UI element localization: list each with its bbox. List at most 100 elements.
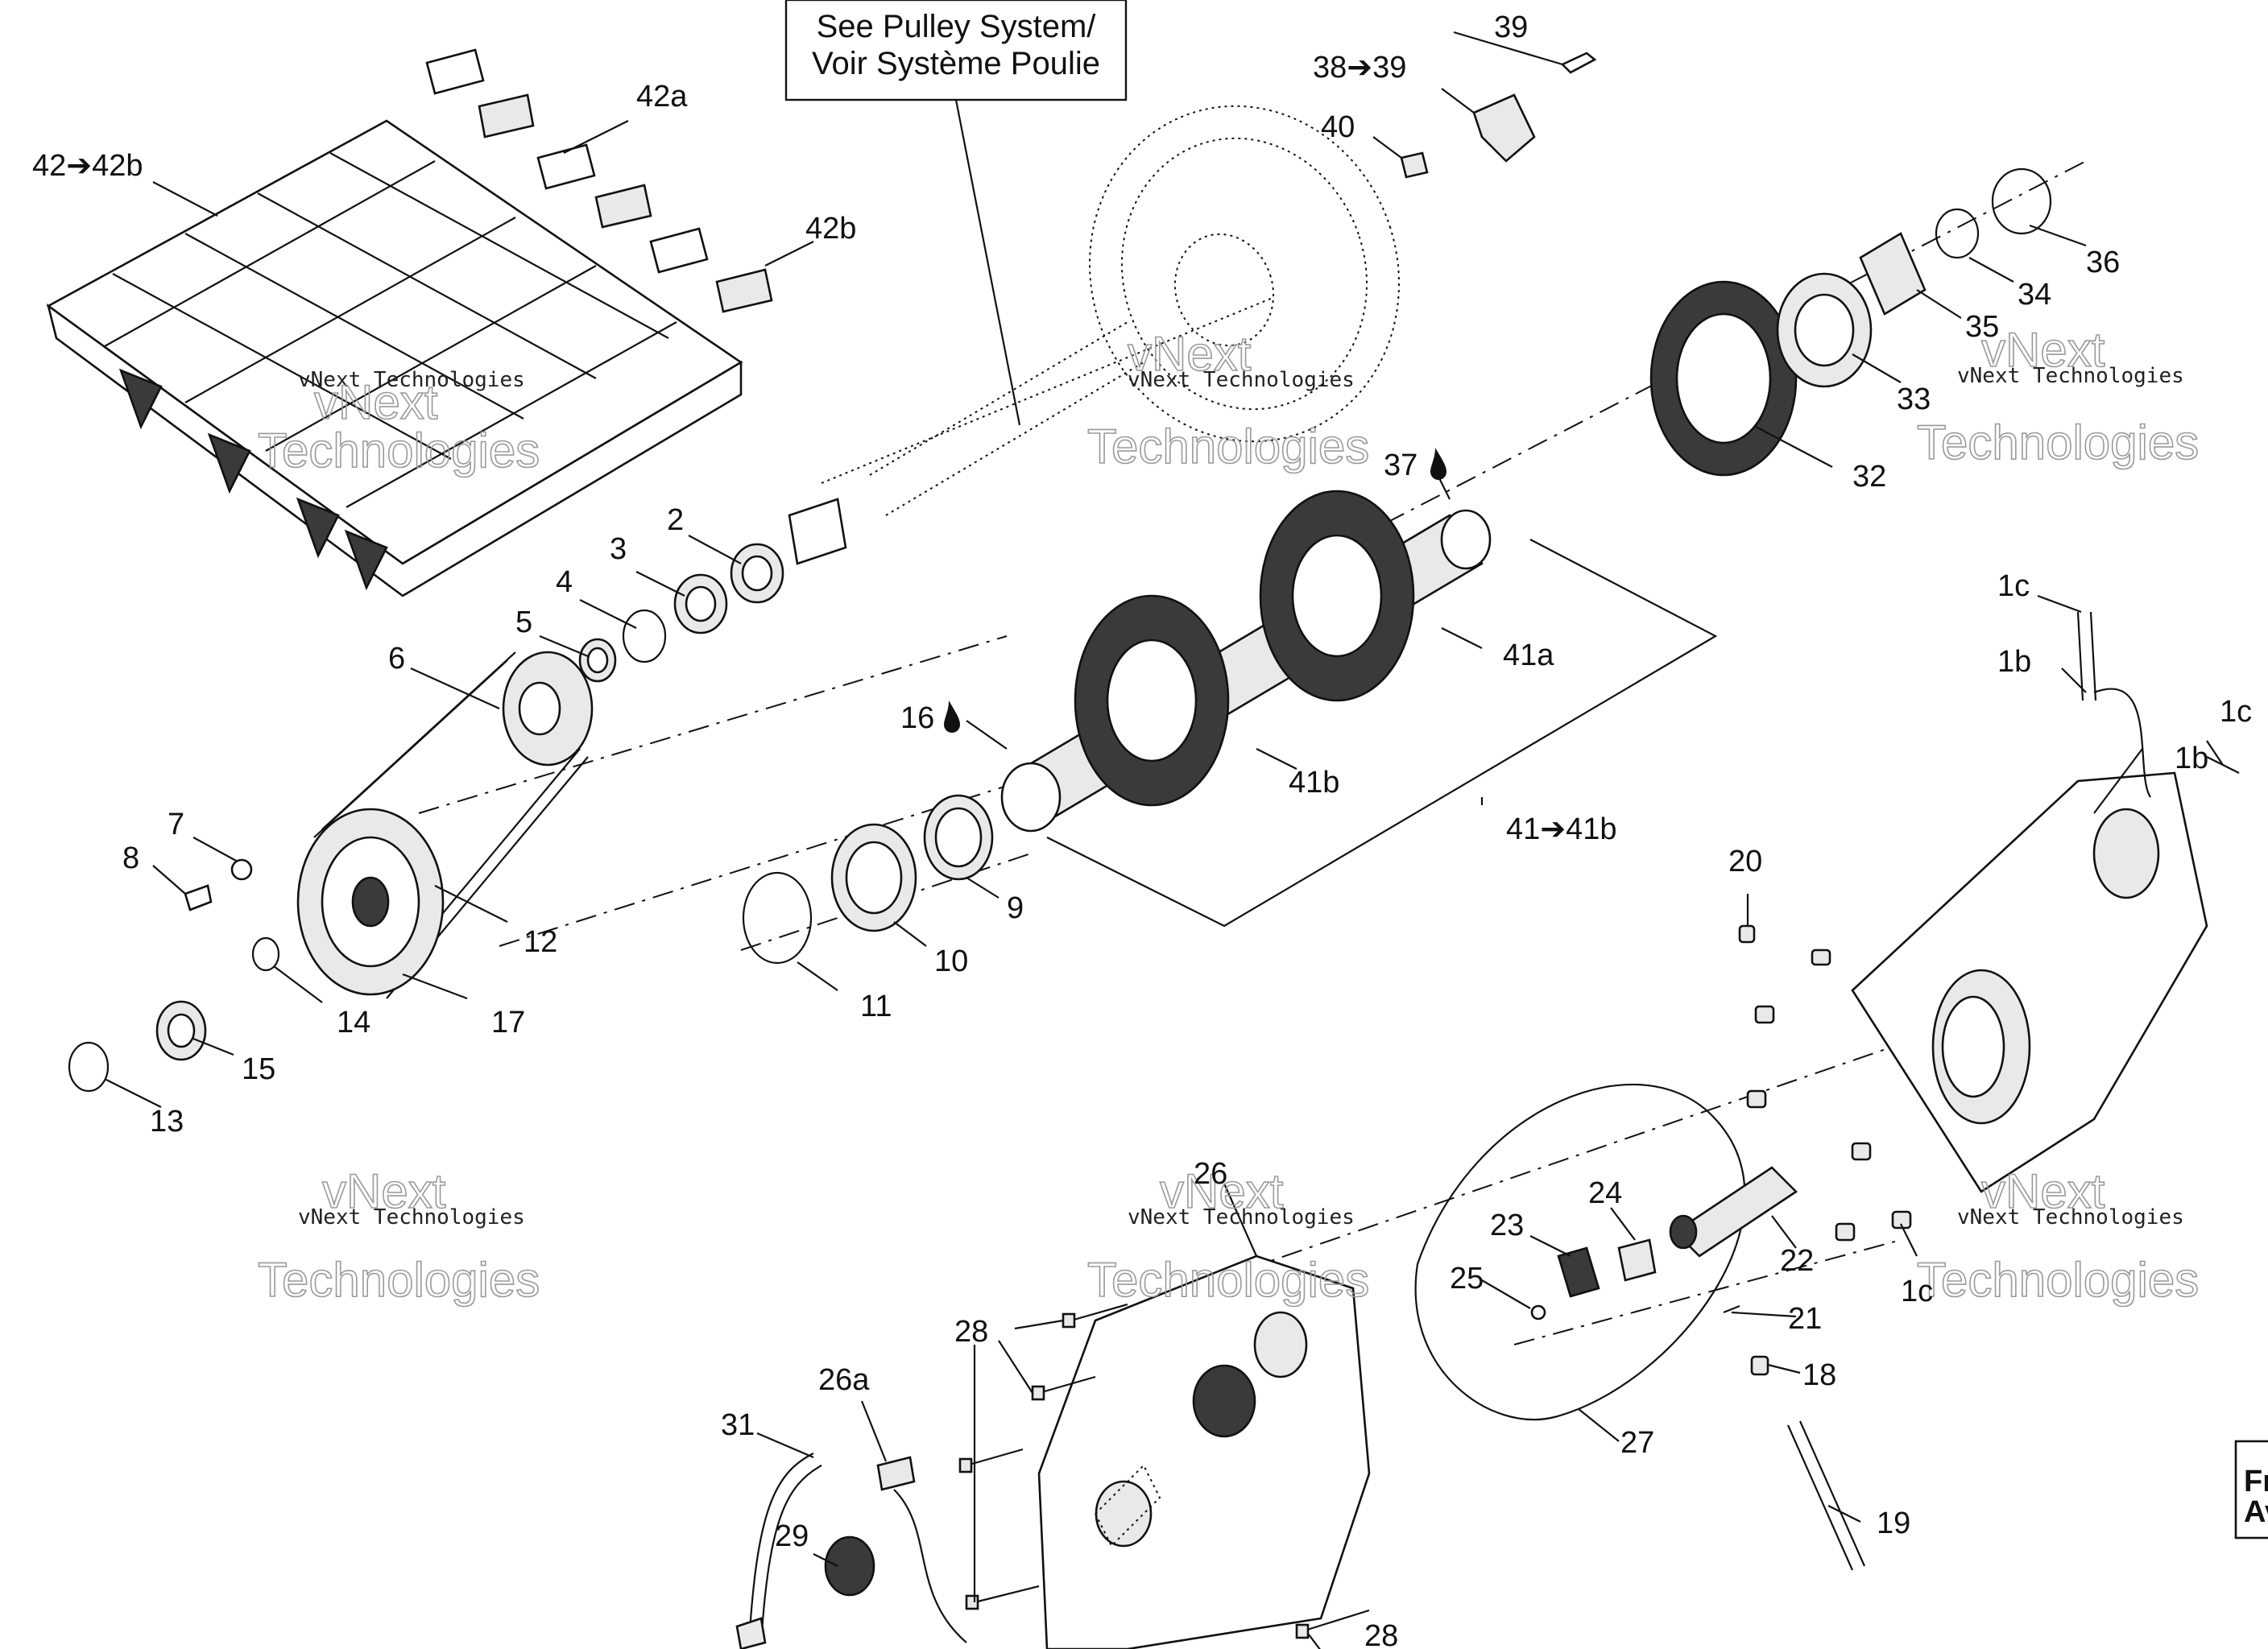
callout-15: 15 bbox=[242, 1052, 275, 1086]
callout-41a: 41a bbox=[1503, 639, 1554, 672]
watermark-outline: vNext bbox=[1160, 1164, 1284, 1218]
callout-5: 5 bbox=[515, 605, 532, 639]
watermark-outline: vNext bbox=[1128, 327, 1252, 381]
clip-part bbox=[478, 93, 535, 138]
callout-35: 35 bbox=[1965, 310, 1999, 344]
track-section bbox=[46, 119, 743, 597]
note-line-1: See Pulley System/ bbox=[817, 9, 1097, 44]
callout-26: 26 bbox=[1194, 1157, 1227, 1191]
front-label: Fr bbox=[2244, 1465, 2268, 1498]
watermark-outline: Technologies bbox=[1917, 1253, 2199, 1307]
svg-text:41➔41b: 41➔41b bbox=[1506, 812, 1617, 846]
callout-28-bottom: 28 bbox=[1364, 1619, 1398, 1649]
callout-26a: 26a bbox=[818, 1363, 870, 1397]
callout-42-42b: 42➔42b bbox=[32, 149, 143, 183]
callout-2: 2 bbox=[667, 503, 684, 537]
watermark-outline: vNext bbox=[322, 1164, 446, 1218]
callout-41b: 41b bbox=[1289, 766, 1339, 800]
callout-16: 16 bbox=[900, 701, 960, 735]
chaincase-cover-26 bbox=[1037, 1254, 1371, 1649]
callout-34: 34 bbox=[2018, 278, 2051, 312]
note-line-2: Voir Système Poulie bbox=[812, 46, 1100, 81]
callout-19: 19 bbox=[1877, 1506, 1910, 1540]
tensioner-arm-22 bbox=[1530, 1166, 1866, 1571]
clip-part bbox=[594, 184, 652, 229]
tensioner-hardware-38-40 bbox=[1400, 52, 1597, 179]
watermark-outline: Technologies bbox=[1087, 1253, 1369, 1307]
bolts-28 bbox=[958, 1303, 1370, 1639]
callout-1b-right: 1b bbox=[2175, 742, 2208, 775]
callout-22: 22 bbox=[1780, 1244, 1814, 1278]
callout-12: 12 bbox=[524, 925, 557, 959]
callout-24: 24 bbox=[1588, 1176, 1622, 1210]
callout-17: 17 bbox=[491, 1006, 525, 1039]
driven-pulley bbox=[788, 105, 1400, 565]
callout-42a: 42a bbox=[636, 80, 688, 114]
watermark-text: vNext Technologies bbox=[298, 1205, 525, 1230]
callout-32: 32 bbox=[1852, 460, 1886, 494]
callout-labels: 42➔42b 42a 42b 39 38➔39 40 37 2 3 4 5 6 … bbox=[32, 10, 2252, 1649]
chain-and-sprockets bbox=[68, 651, 594, 1093]
oil-drop-icon bbox=[944, 701, 960, 733]
watermark-outline: Technologies bbox=[1917, 415, 2199, 469]
gasket-27 bbox=[1414, 1083, 1746, 1421]
clip-part bbox=[649, 227, 709, 274]
callout-36: 36 bbox=[2086, 246, 2120, 279]
callout-1c-right: 1c bbox=[2220, 695, 2252, 729]
callout-37: 37 bbox=[1384, 448, 1446, 482]
callout-41-41b: 41➔41b bbox=[1506, 812, 1617, 846]
sensor-plug-hose bbox=[735, 1453, 967, 1649]
watermark-outline: vNext bbox=[1981, 1164, 2105, 1218]
watermarks: vNext Technologies vNext Technologies vN… bbox=[257, 322, 2200, 1308]
callout-13: 13 bbox=[150, 1105, 184, 1139]
watermark-outline: Technologies bbox=[1087, 419, 1369, 473]
leader-lines bbox=[104, 31, 2224, 1649]
callout-38-39: 38➔39 bbox=[1313, 51, 1406, 85]
watermark-text: vNext Technologies bbox=[1128, 1205, 1355, 1230]
front-label-fr: Av bbox=[2244, 1495, 2268, 1529]
callout-42b: 42b bbox=[805, 212, 856, 246]
callout-8: 8 bbox=[122, 841, 139, 875]
track-clips-42a-42b bbox=[425, 48, 773, 313]
watermark-outline: Technologies bbox=[258, 1253, 540, 1307]
callout-3: 3 bbox=[610, 532, 627, 566]
callout-40: 40 bbox=[1321, 110, 1355, 144]
watermark-outline: Technologies bbox=[258, 424, 540, 477]
bearing-parts bbox=[578, 543, 784, 683]
callout-29: 29 bbox=[775, 1519, 809, 1553]
callout-18: 18 bbox=[1802, 1358, 1836, 1392]
shaft-spline-end bbox=[788, 498, 847, 565]
watermark-text: vNext Technologies bbox=[1957, 364, 2184, 388]
drive-axle-41 bbox=[1000, 490, 1492, 833]
callout-4: 4 bbox=[556, 565, 573, 599]
clip-part bbox=[715, 268, 773, 313]
front-indicator-box: Fr Av bbox=[2234, 1440, 2268, 1539]
callout-11: 11 bbox=[860, 990, 892, 1023]
callout-6: 6 bbox=[388, 642, 405, 676]
watermark-outline: vNext bbox=[314, 375, 438, 429]
callout-25: 25 bbox=[1450, 1262, 1484, 1296]
callout-31: 31 bbox=[721, 1408, 755, 1442]
callout-1c-bottom: 1c bbox=[1901, 1275, 1933, 1308]
callout-28-top: 28 bbox=[954, 1315, 988, 1349]
pulley-system-note: See Pulley System/ Voir Système Poulie bbox=[784, 0, 1128, 426]
svg-text:37: 37 bbox=[1384, 448, 1418, 482]
clip-part bbox=[425, 48, 485, 95]
callout-1b-top: 1b bbox=[1997, 645, 2031, 679]
chaincase-housing bbox=[1851, 611, 2240, 1193]
svg-text:38➔39: 38➔39 bbox=[1313, 51, 1406, 85]
watermark-text: vNext Technologies bbox=[298, 368, 525, 392]
callout-27: 27 bbox=[1620, 1426, 1654, 1460]
seals-9-10-11 bbox=[742, 794, 994, 965]
callout-33: 33 bbox=[1897, 382, 1931, 416]
callout-23: 23 bbox=[1490, 1209, 1524, 1242]
bearing-housing-32-36 bbox=[1649, 167, 2052, 477]
callout-21: 21 bbox=[1788, 1302, 1822, 1336]
callout-1c-top: 1c bbox=[1997, 569, 2030, 603]
svg-text:42➔42b: 42➔42b bbox=[32, 149, 143, 183]
callout-7: 7 bbox=[168, 808, 184, 841]
watermark-text: vNext Technologies bbox=[1128, 368, 1355, 392]
callout-10: 10 bbox=[934, 944, 968, 978]
